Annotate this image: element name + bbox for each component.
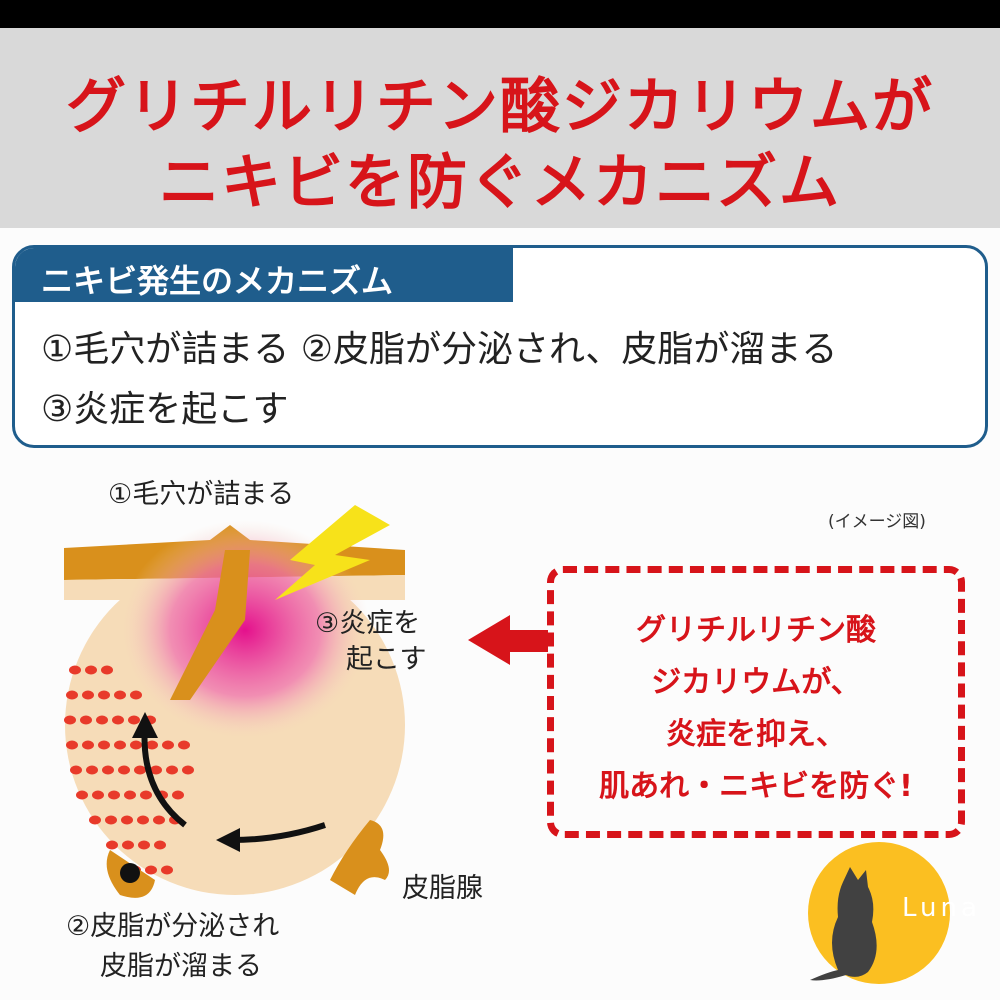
callout-text: グリチルリチン酸 ジカリウムが、 炎症を抑え、 肌あれ・ニキビを防ぐ! [547,605,965,813]
label-step1: ①毛穴が詰まる [108,479,295,510]
sebum-dot [64,715,76,725]
red-arrow-icon [468,615,548,665]
sebum-dot [105,815,117,825]
sebum-dot [140,790,152,800]
callout-line: ジカリウムが、 [651,665,861,700]
sebum-dot [82,690,94,700]
page-title-line2: ニキビを防ぐメカニズム [159,148,841,218]
sebum-dot [102,765,114,775]
sebum-dot [85,665,97,675]
sebum-dot [128,715,140,725]
callout-box [547,566,965,838]
sebum-dot [96,715,108,725]
sebum-dot [89,815,101,825]
cat-icon [810,867,877,981]
label-step3-b: 起こす [346,644,427,675]
blackhead [120,863,140,883]
label-step3-a: ③炎症を [315,608,421,639]
sebum-dot [80,715,92,725]
sebum-dot [137,815,149,825]
mechanism-line1: ①毛穴が詰まる ②皮脂が分泌され、皮脂が溜まる [41,329,838,370]
sebum-dot [76,790,88,800]
sebum-dot [153,815,165,825]
sebum-dot [66,690,78,700]
arrow-left-head [216,828,240,852]
sebum-dot [101,665,113,675]
sebum-dot [92,790,104,800]
sebum-dot [114,690,126,700]
sebum-dot [86,765,98,775]
title-band [0,28,1000,228]
sebum-dot [98,690,110,700]
sebum-dot [122,840,134,850]
sebum-dot [106,840,118,850]
logo-text: Luna [902,893,981,923]
sebum-dot [66,740,78,750]
sebum-dot [138,840,150,850]
sebum-dot [108,790,120,800]
sebum-dot [124,790,136,800]
sebum-dot [162,740,174,750]
sebum-dot [150,765,162,775]
sebum-dot [145,865,157,875]
sebum-dot [146,740,158,750]
sebaceous-gland-right [330,820,389,895]
sebum-dot [166,765,178,775]
page-title-line1: グリチルリチン酸ジカリウムが [66,72,934,142]
sebum-dot [182,765,194,775]
sebum-dot [161,865,173,875]
sebum-dot [69,665,81,675]
sebum-dot [130,690,142,700]
sebum-dot [70,765,82,775]
logo [808,842,950,984]
arrow-left-icon [231,822,326,843]
sebum-dot [82,740,94,750]
sebum-dot [98,740,110,750]
sebum-dot [178,740,190,750]
sebum-dot [112,715,124,725]
sebum-dot [154,840,166,850]
sebum-dot [130,740,142,750]
mechanism-header: ニキビ発生のメカニズム [15,248,513,302]
image-note: (イメージ図) [828,512,926,532]
clogged-pore [170,550,250,700]
sebum-dot [114,740,126,750]
arrow-up-head [132,712,158,738]
callout-line: グリチルリチン酸 [636,613,876,648]
top-bar [0,0,1000,28]
label-gland: 皮脂腺 [402,873,483,904]
arrow-up-icon [141,724,187,828]
sebum-dot [118,765,130,775]
callout-line: 肌あれ・ニキビを防ぐ! [599,769,913,804]
sebum-dot [121,815,133,825]
sebum-dot [172,790,184,800]
label-step2-b: 皮脂が溜まる [100,951,262,982]
label-step2-a: ②皮脂が分泌され [66,911,280,942]
sebum-dot [134,765,146,775]
mechanism-line2: ③炎症を起こす [41,389,289,430]
callout-line: 炎症を抑え、 [666,717,846,752]
lightning-icon [275,505,390,600]
mechanism-box: ニキビ発生のメカニズム ①毛穴が詰まる ②皮脂が分泌され、皮脂が溜まる ③炎症を… [12,245,988,448]
